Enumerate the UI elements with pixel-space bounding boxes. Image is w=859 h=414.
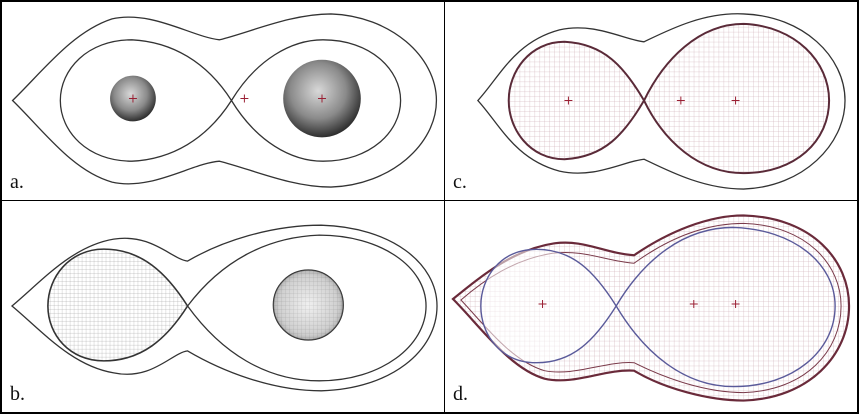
marker-center-of-mass [676,96,685,105]
panel-b: b. [2,201,445,412]
panel-label-a: a. [10,171,24,193]
panel-c: c. [445,2,857,201]
marker-center-of-mass [689,300,698,308]
marker-secondary [731,300,740,308]
outer-lobe [10,224,438,392]
panel-label-d: d. [453,383,468,405]
filled-lobe-left [47,248,189,362]
inner-lobe-right [615,226,836,388]
panel-label-c: c. [453,171,467,193]
inner-lobe-left [480,248,617,364]
envelope-inner-edge [460,222,842,394]
secondary-star-shade [273,270,344,340]
filled-lobe-right [642,22,831,175]
panel-d-drawing [451,214,851,402]
panel-a-drawing [11,13,438,188]
outer-lobe [11,13,438,188]
inner-lobe-left [59,39,233,162]
panel-b-drawing [10,224,438,392]
panel-d: d. [445,201,857,412]
panel-c-drawing [476,13,846,190]
marker-secondary [731,96,740,105]
panel-label-b: b. [10,383,25,405]
marker-primary [538,300,547,308]
panel-a: a. [2,2,445,201]
filled-lobe-left [507,40,646,161]
outer-lobe [476,13,846,190]
inner-lobe-right [230,39,402,162]
marker-primary [564,96,573,105]
marker-center-of-mass [240,94,249,103]
marker-primary [128,94,137,103]
marker-secondary [318,94,326,103]
inner-lobe-right [186,234,427,382]
